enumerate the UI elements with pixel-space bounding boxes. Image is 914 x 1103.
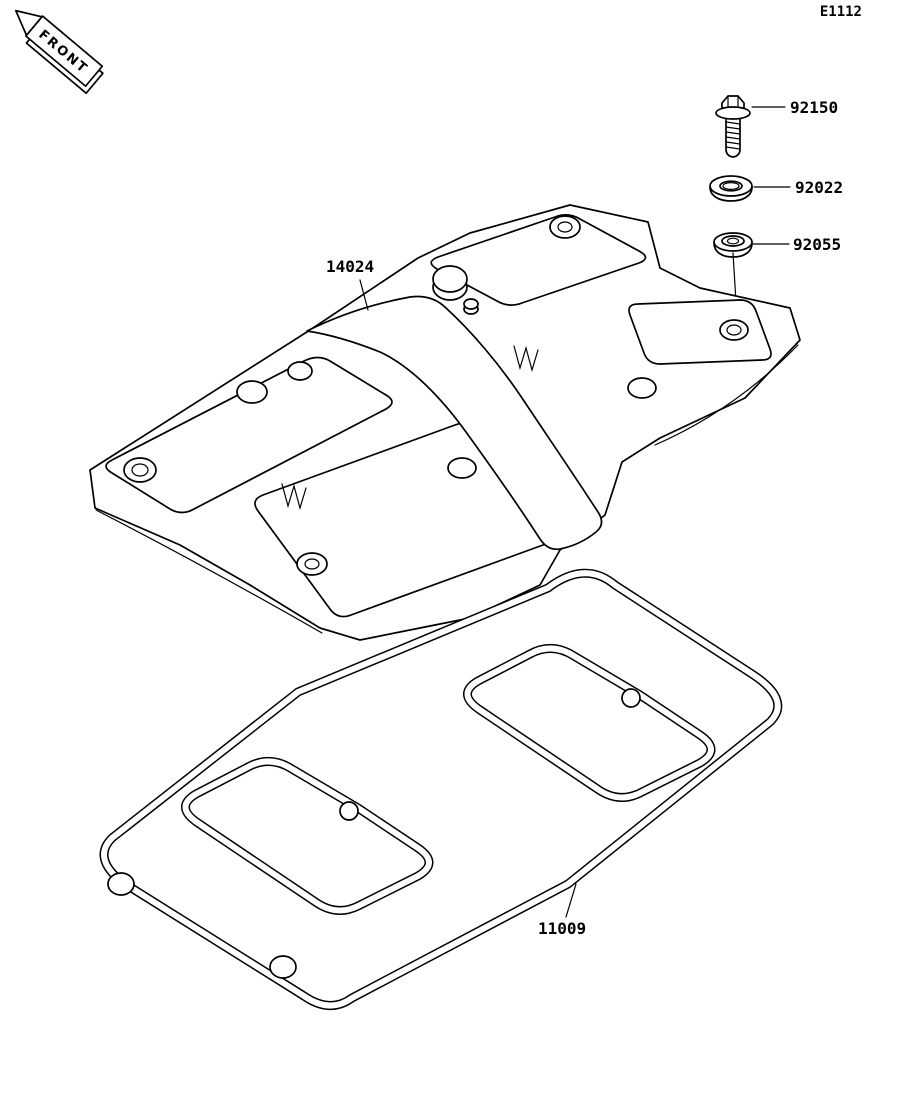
cover-dome-1 — [236, 380, 268, 404]
bolt-threads — [725, 121, 741, 150]
bolt-shank — [725, 115, 741, 158]
cover-cast-mark-top — [513, 345, 539, 373]
cover-flange-edge-right — [654, 344, 799, 446]
gasket-cutout-lower-inner — [182, 758, 432, 914]
front-badge: FRONT — [14, 9, 104, 95]
bolt-boss-left-hole — [131, 463, 149, 477]
gasket-outer-ring-inner — [101, 570, 781, 1009]
cover-pad-left — [105, 356, 393, 514]
washer-thickness — [709, 186, 753, 202]
gasket-drawing: 11009 — [99, 568, 783, 1010]
bolt-boss-right — [719, 319, 749, 341]
leader-line-cover — [359, 279, 369, 311]
gasket-tab-2 — [269, 955, 297, 979]
washer-drawing: 92022 — [709, 175, 843, 202]
cover-dome-4 — [447, 457, 477, 479]
cover-silhouette — [89, 204, 801, 641]
grommet-part-number: 92055 — [793, 235, 841, 254]
gasket-cutout-upper-inner — [464, 645, 714, 801]
cover-pad-right — [628, 299, 772, 365]
washer-hole-outer — [719, 180, 743, 192]
cover-nub-top — [463, 298, 479, 310]
diagram-code: E1112 — [820, 4, 862, 20]
grommet-hole — [726, 237, 740, 245]
oil-cap-top — [432, 265, 468, 293]
bolt-boss-top — [549, 215, 581, 239]
bolt-boss-center — [296, 552, 328, 576]
washer-hole-inner — [722, 182, 740, 191]
bolt-boss-center-hole — [304, 558, 320, 570]
grommet-mid-ring — [721, 235, 745, 247]
cover-flange-edge-left — [95, 509, 323, 634]
cover-drawing: 14024 — [89, 204, 801, 641]
cover-cam-tunnel-band — [306, 295, 603, 551]
bolt-boss-right-hole — [726, 324, 742, 336]
bolt-part-number: 92150 — [790, 98, 838, 117]
washer-outer — [709, 175, 753, 197]
washer-part-number: 92022 — [795, 178, 843, 197]
bolt-boss-top-hole — [557, 221, 573, 233]
bolt-flange — [715, 106, 751, 120]
cover-dome-3 — [627, 377, 657, 399]
cover-bolt-bosses — [123, 215, 749, 576]
leader-line-gasket — [565, 883, 577, 918]
cover-dome-2 — [287, 361, 313, 381]
cover-part-number: 14024 — [326, 257, 374, 276]
cover-cast-mark-bottom — [281, 483, 307, 511]
grommet-drawing: 92055 — [713, 232, 841, 303]
cover-pad-top — [430, 214, 647, 306]
leader-line-grommet-to-cover — [732, 252, 737, 303]
gasket-bump-lower — [339, 801, 359, 821]
bolt-drawing: 92150 — [715, 95, 838, 158]
gasket-part-number: 11009 — [538, 919, 586, 938]
front-arrow-icon — [14, 9, 43, 37]
gasket-bump-upper — [621, 688, 641, 708]
gasket-tab-1 — [107, 872, 135, 896]
bolt-boss-left — [123, 457, 157, 483]
